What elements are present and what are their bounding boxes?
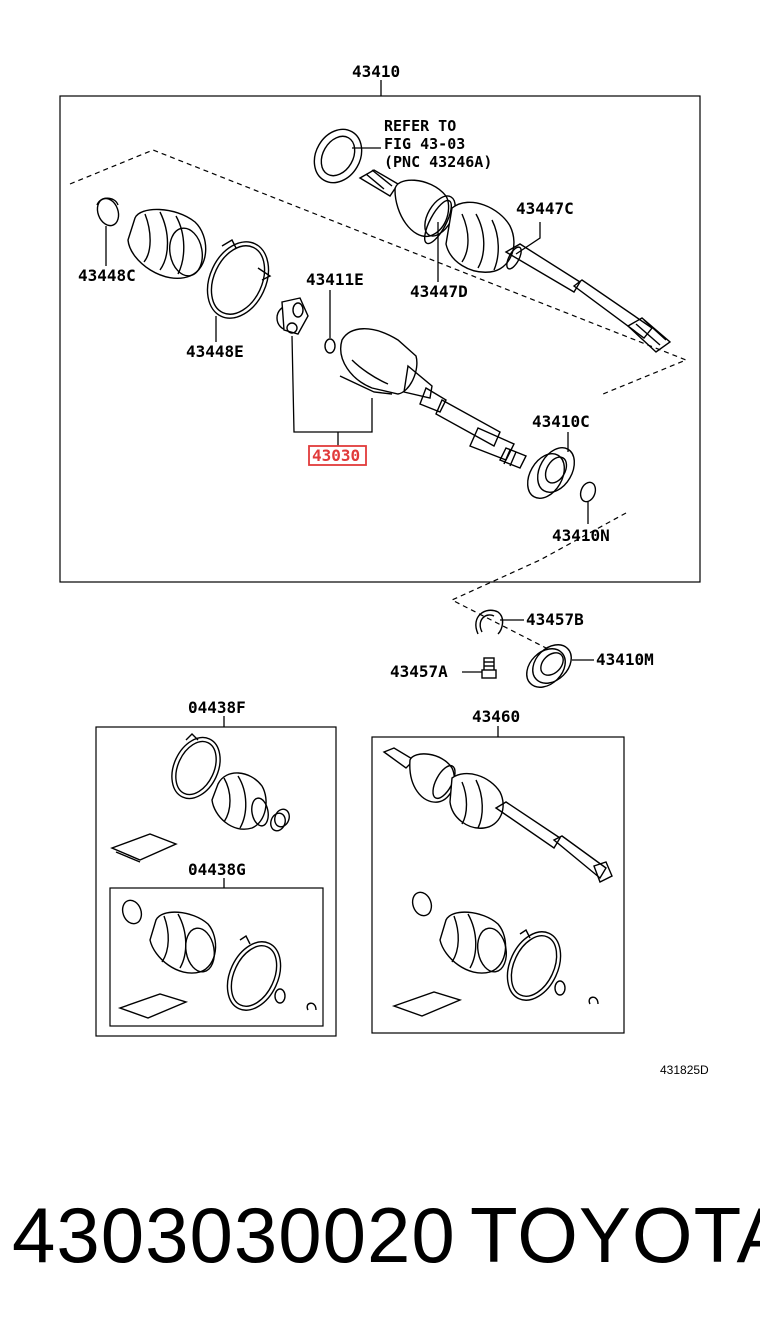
label-43447C[interactable]: 43447C [516, 199, 574, 218]
assembly-43460-parts [382, 747, 613, 1017]
label-43448E[interactable]: 43448E [186, 342, 244, 361]
inner-boot [127, 208, 207, 279]
label-43447D[interactable]: 43447D [410, 282, 468, 301]
kit-04438G-parts [117, 899, 317, 1019]
bearing-43410C [526, 447, 576, 499]
label-43410[interactable]: 43410 [352, 62, 400, 81]
tripod-joint [276, 297, 309, 335]
clamp-43448C [96, 197, 120, 227]
outer-joint-shaft [313, 128, 672, 353]
part-number: 4303030020 [12, 1191, 456, 1279]
snap-ring-43411E [324, 338, 336, 354]
figure-id: 431825D [660, 1063, 709, 1077]
label-43460[interactable]: 43460 [472, 707, 520, 726]
label-43457B[interactable]: 43457B [526, 610, 584, 629]
refer-to-note-line3: (PNC 43246A) [384, 153, 492, 171]
assembly-43460-frame [371, 736, 625, 1034]
label-43448C[interactable]: 43448C [78, 266, 136, 285]
label-43411E[interactable]: 43411E [306, 270, 364, 289]
inner-joint-shaft-43030 [339, 328, 527, 469]
label-04438F[interactable]: 04438F [188, 698, 246, 717]
label-43457A[interactable]: 43457A [390, 662, 448, 681]
bolt-43457A [481, 657, 497, 679]
kit-04438G-frame [109, 887, 324, 1027]
highlight-box-43030 [308, 445, 367, 466]
clamp-43448E [206, 239, 272, 319]
brand-name: TOYOTA [470, 1191, 760, 1279]
label-43030[interactable]: 43030 [312, 446, 360, 465]
label-43410N[interactable]: 43410N [552, 526, 610, 545]
main-assembly-frame [59, 95, 701, 583]
seal-43410M [526, 644, 572, 688]
label-43410C[interactable]: 43410C [532, 412, 590, 431]
label-43410M[interactable]: 43410M [596, 650, 654, 669]
snap-ring-43410N [579, 481, 597, 503]
kit-04438F-frame [95, 726, 337, 1037]
snap-ring-43457B [475, 609, 504, 635]
kit-04438F-parts [110, 733, 290, 863]
refer-to-note-line2: FIG 43-03 [384, 135, 465, 153]
refer-to-note-line1: REFER TO [384, 117, 456, 135]
label-04438G[interactable]: 04438G [188, 860, 246, 879]
